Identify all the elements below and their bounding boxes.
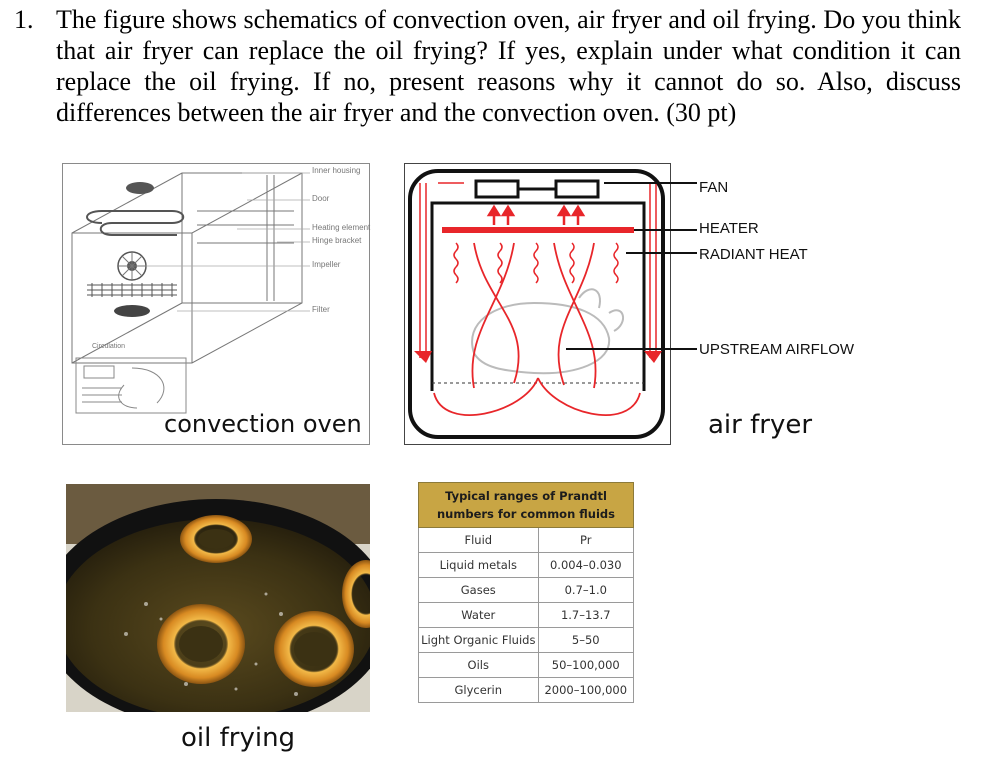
- air-fryer-leaders: [669, 182, 697, 350]
- convection-oven-schematic: [71, 172, 310, 414]
- table-row: Water 1.7–13.7: [418, 602, 635, 628]
- table-row: Gases 0.7–1.0: [418, 577, 635, 603]
- onion-ring: [342, 560, 370, 628]
- label-impeller: Impeller: [312, 260, 341, 269]
- oil-frying-caption: oil frying: [181, 723, 296, 753]
- label-radiant-heat: RADIANT HEAT: [699, 246, 808, 263]
- oil-frying-photo: [66, 484, 370, 712]
- table-cell: 5–50: [537, 627, 635, 653]
- table-title: Typical ranges of Prandtl numbers for co…: [418, 482, 634, 528]
- table-cell: Liquid metals: [418, 552, 539, 578]
- label-fan: FAN: [699, 179, 729, 196]
- question-number: 1.: [14, 5, 34, 34]
- onion-ring: [157, 604, 245, 684]
- table-cell: 2000–100,000: [537, 677, 635, 703]
- label-inner-housing: Inner housing: [312, 166, 361, 175]
- air-fryer-caption: air fryer: [708, 410, 813, 440]
- table-cell: Oils: [418, 652, 539, 678]
- label-filter: Filter: [312, 305, 330, 314]
- impeller-icon: [117, 251, 147, 281]
- prandtl-table: Typical ranges of Prandtl numbers for co…: [418, 482, 635, 703]
- label-heating-element: Heating element: [312, 223, 371, 232]
- heater-bar: [442, 227, 634, 233]
- table-cell: Water: [418, 602, 539, 628]
- label-hinge-bracket: Hinge bracket: [312, 236, 362, 245]
- table-cell: 0.7–1.0: [537, 577, 635, 603]
- label-upstream-airflow: UPSTREAM AIRFLOW: [699, 341, 855, 358]
- fan-icon: [474, 179, 600, 199]
- question-text: The figure shows schematics of convectio…: [56, 5, 961, 127]
- air-fryer-frame: [404, 163, 671, 445]
- table-cell: Glycerin: [418, 677, 539, 703]
- convection-oven-frame: [62, 163, 370, 445]
- table-row: Glycerin 2000–100,000: [418, 677, 635, 703]
- column-header: Fluid: [418, 527, 539, 553]
- table-cell: 1.7–13.7: [537, 602, 635, 628]
- circulation-inset: [75, 357, 187, 414]
- table-cell: Gases: [418, 577, 539, 603]
- air-fryer-schematic: [408, 169, 669, 439]
- label-door: Door: [312, 194, 330, 203]
- table-cell: Light Organic Fluids: [418, 627, 539, 653]
- table-row: Liquid metals 0.004–0.030: [418, 552, 635, 578]
- convection-oven-caption: convection oven: [164, 410, 362, 438]
- label-circulation: Circulation: [92, 343, 126, 350]
- onion-ring: [274, 611, 354, 687]
- table-row: Light Organic Fluids 5–50: [418, 627, 635, 653]
- table-cell: 0.004–0.030: [537, 552, 635, 578]
- table-row: Oils 50–100,000: [418, 652, 635, 678]
- onion-ring: [180, 515, 252, 563]
- column-header: Pr: [537, 527, 635, 553]
- table-header-row: Fluid Pr: [418, 527, 635, 553]
- table-title-row: Typical ranges of Prandtl numbers for co…: [418, 482, 634, 528]
- label-heater: HEATER: [699, 220, 759, 237]
- table-cell: 50–100,000: [537, 652, 635, 678]
